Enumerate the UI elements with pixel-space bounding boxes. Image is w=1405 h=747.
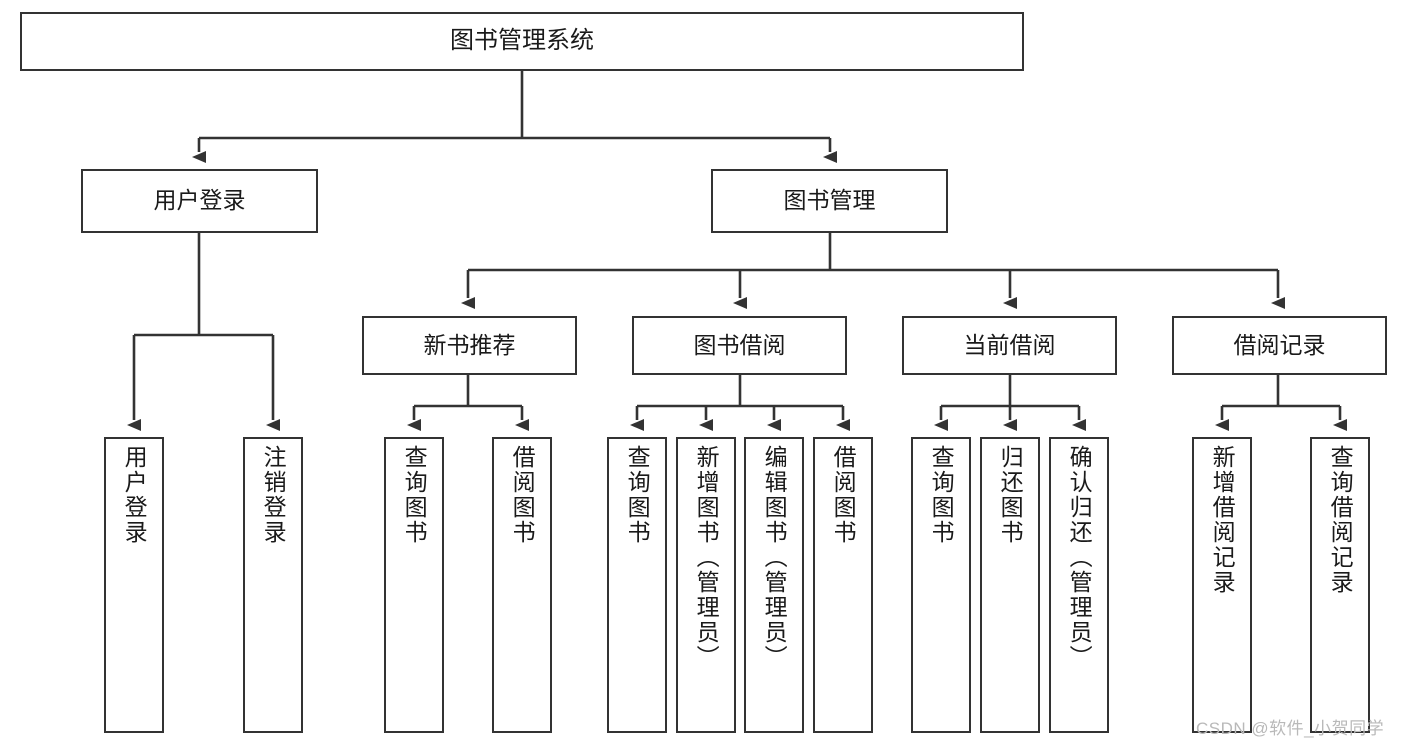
node-label: 新增借阅记录 — [1209, 445, 1236, 595]
node-book-management[interactable]: 图书管理 — [711, 169, 948, 233]
leaf-return-book[interactable]: 归还图书 — [980, 437, 1040, 733]
node-label: 查询图书 — [401, 445, 428, 545]
node-label: 查询借阅记录 — [1327, 445, 1354, 595]
leaf-add-book[interactable]: 新增图书（管理员） — [676, 437, 736, 733]
leaf-borrow-book-2[interactable]: 借阅图书 — [813, 437, 873, 733]
leaf-query-book-1[interactable]: 查询图书 — [384, 437, 444, 733]
node-current-borrow[interactable]: 当前借阅 — [902, 316, 1117, 375]
node-label: 注销登录 — [260, 445, 287, 545]
node-label: 当前借阅 — [963, 331, 1056, 358]
node-label: 确认归还（管理员） — [1066, 445, 1093, 670]
node-label: 用户登录 — [153, 187, 246, 214]
node-book-borrow[interactable]: 图书借阅 — [632, 316, 847, 375]
node-label: 图书借阅 — [693, 331, 786, 358]
node-new-book-recommend[interactable]: 新书推荐 — [362, 316, 577, 375]
watermark-text: CSDN @软件_小贺同学 — [1196, 719, 1385, 738]
node-label: 归还图书 — [997, 445, 1024, 545]
node-label: 查询图书 — [928, 445, 955, 545]
leaf-confirm-return[interactable]: 确认归还（管理员） — [1049, 437, 1109, 733]
node-user-login[interactable]: 用户登录 — [81, 169, 318, 233]
node-label: 借阅图书 — [830, 445, 857, 545]
node-label: 查询图书 — [624, 445, 651, 545]
node-label: 用户登录 — [121, 445, 148, 545]
leaf-query-book-3[interactable]: 查询图书 — [911, 437, 971, 733]
leaf-query-book-2[interactable]: 查询图书 — [607, 437, 667, 733]
leaf-borrow-book-1[interactable]: 借阅图书 — [492, 437, 552, 733]
leaf-query-record[interactable]: 查询借阅记录 — [1310, 437, 1370, 733]
node-label: 新书推荐 — [423, 331, 516, 358]
leaf-add-record[interactable]: 新增借阅记录 — [1192, 437, 1252, 733]
leaf-user-logout[interactable]: 注销登录 — [243, 437, 303, 733]
node-label: 图书管理 — [783, 187, 876, 214]
leaf-user-login[interactable]: 用户登录 — [104, 437, 164, 733]
node-label: 编辑图书（管理员） — [761, 445, 788, 670]
node-root-system[interactable]: 图书管理系统 — [20, 12, 1024, 71]
node-borrow-record[interactable]: 借阅记录 — [1172, 316, 1387, 375]
node-label: 借阅记录 — [1233, 331, 1326, 358]
node-label: 借阅图书 — [509, 445, 536, 545]
node-label: 新增图书（管理员） — [693, 445, 720, 670]
leaf-edit-book[interactable]: 编辑图书（管理员） — [744, 437, 804, 733]
node-label: 图书管理系统 — [450, 27, 594, 55]
